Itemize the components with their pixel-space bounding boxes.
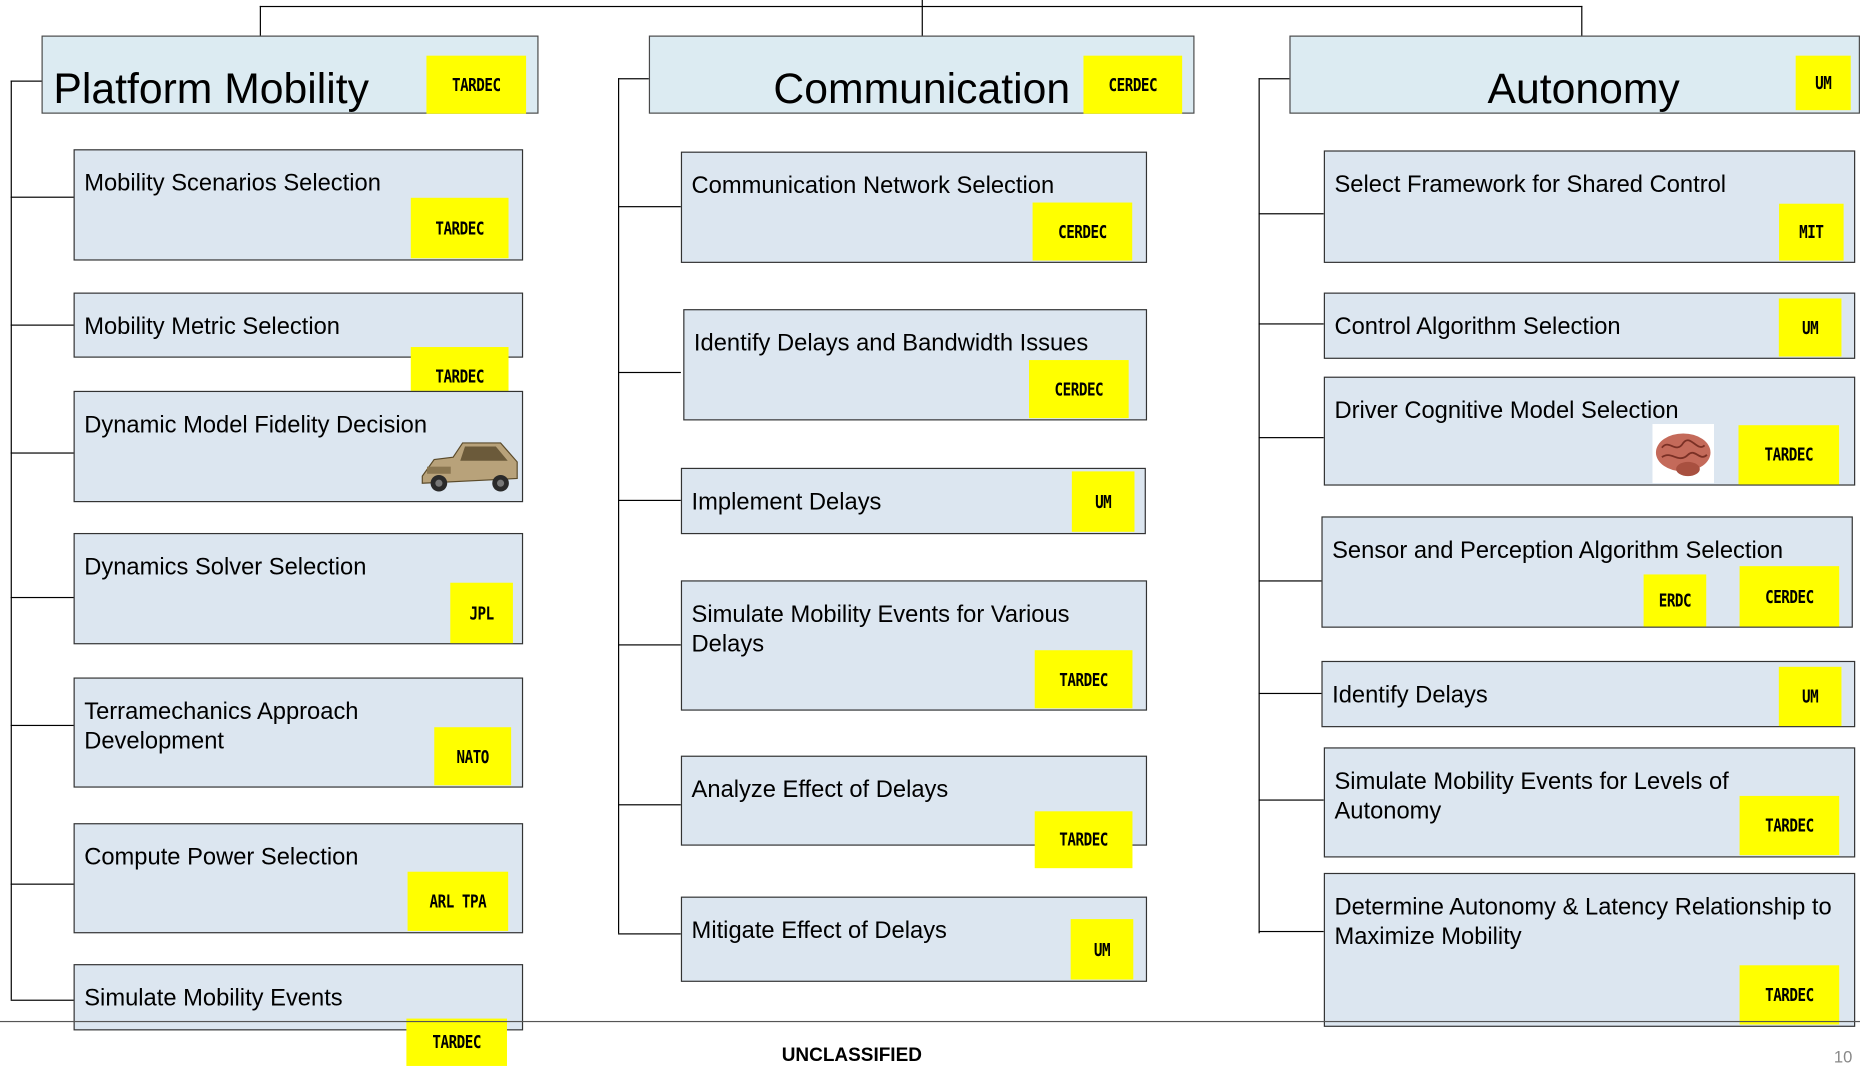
branch — [10, 596, 74, 599]
task-box: Select Framework for Shared Control — [1323, 150, 1856, 263]
task-box: Dynamic Model Fidelity Decision — [73, 390, 524, 503]
task-box: Determine Autonomy & Latency Relationshi… — [1323, 872, 1856, 1027]
org-tag: TARDEC — [410, 197, 509, 259]
branch — [618, 371, 681, 374]
task-label: Implement Delays — [691, 489, 882, 516]
task-label: Simulate Mobility Events for Levels of A… — [1334, 768, 1729, 825]
branch — [1258, 580, 1324, 582]
classification-label: UNCLASSIFIED — [781, 1045, 922, 1066]
task-label: Compute Power Selection — [84, 844, 359, 871]
org-tag: TARDEC — [1034, 811, 1133, 869]
spine-autonomy — [1258, 78, 1260, 934]
branch — [1258, 213, 1324, 215]
branch — [10, 324, 74, 326]
task-label: Mitigate Effect of Delays — [691, 917, 947, 944]
header-title: Autonomy — [1487, 63, 1680, 113]
header-communication: Communication — [648, 35, 1195, 114]
task-label: Analyze Effect of Delays — [691, 776, 949, 804]
org-tag: CERDEC — [1029, 360, 1129, 419]
header-title: Communication — [773, 63, 1071, 113]
task-label: Driver Cognitive Model Selection — [1334, 397, 1679, 425]
org-tag: CERDEC — [1032, 202, 1133, 261]
task-box: Dynamics Solver Selection — [73, 532, 524, 645]
task-label: Mobility Scenarios Selection — [84, 170, 381, 197]
header-autonomy: Autonomy — [1289, 35, 1860, 114]
header-title: Platform Mobility — [53, 63, 369, 113]
org-tag: JPL — [450, 582, 513, 644]
org-tag: TARDEC — [1739, 795, 1840, 856]
task-label: Communication Network Selection — [691, 172, 1055, 199]
task-label: Identify Delays and Bandwidth Issues — [693, 330, 1089, 357]
task-label: Identify Delays — [1332, 682, 1488, 709]
task-box: Mitigate Effect of Delays — [680, 896, 1148, 982]
branch — [618, 499, 681, 502]
branch — [10, 724, 74, 727]
org-tag: ERDC — [1643, 574, 1707, 627]
org-tag: CERDEC — [1739, 566, 1840, 627]
task-label: Dynamic Model Fidelity Decision — [84, 412, 428, 439]
org-tag: NATO — [434, 727, 512, 786]
org-tag: UM — [1071, 471, 1135, 532]
org-tag: ARL TPA — [407, 871, 509, 931]
task-label: Simulate Mobility Events for Various Del… — [691, 601, 1070, 658]
org-tag: TARDEC — [1738, 425, 1840, 485]
org-tag: TARDEC — [1739, 965, 1840, 1025]
footer-rule — [0, 1020, 1860, 1023]
org-tag: UM — [1778, 666, 1842, 727]
branch — [618, 804, 681, 806]
humvee-vehicle-image — [421, 442, 518, 492]
branch — [1258, 799, 1324, 801]
task-label: Terramechanics Approach Development — [84, 698, 359, 755]
branch — [618, 644, 681, 646]
org-tag: MIT — [1779, 203, 1844, 261]
page-number: 10 — [1833, 1047, 1853, 1066]
branch — [10, 452, 74, 454]
org-tag: TARDEC — [1034, 650, 1133, 709]
branch — [10, 883, 74, 885]
spine-communication — [618, 78, 620, 934]
branch — [618, 206, 681, 208]
task-box: Control Algorithm Selection — [1323, 292, 1856, 359]
spine-platform — [10, 80, 42, 82]
task-box: Identify Delays — [1321, 660, 1856, 728]
task-label: Determine Autonomy & Latency Relationshi… — [1334, 894, 1832, 950]
spine-platform — [10, 80, 12, 1000]
connector — [1581, 5, 1583, 36]
connector — [259, 5, 261, 36]
branch — [1258, 437, 1324, 439]
top-connector — [259, 5, 1583, 8]
org-tag: UM — [1070, 919, 1134, 980]
org-tag: UM — [1795, 55, 1851, 111]
branch — [1258, 323, 1324, 325]
branch — [618, 933, 681, 935]
connector — [921, 0, 923, 36]
branch — [1258, 692, 1324, 695]
task-label: Sensor and Perception Algorithm Selectio… — [1332, 537, 1784, 564]
task-label: Mobility Metric Selection — [84, 313, 340, 340]
task-label: Simulate Mobility Events — [84, 985, 343, 1012]
task-box: Mobility Metric Selection — [73, 292, 524, 358]
spine-autonomy — [1258, 78, 1291, 80]
task-label: Control Algorithm Selection — [1334, 313, 1621, 340]
task-label: Select Framework for Shared Control — [1334, 171, 1727, 198]
branch — [1258, 930, 1324, 933]
spine-communication — [618, 78, 651, 80]
task-label: Dynamics Solver Selection — [84, 554, 367, 581]
org-tag: UM — [1778, 298, 1842, 357]
org-tag: CERDEC — [1083, 55, 1183, 114]
branch — [10, 196, 74, 198]
org-tag: TARDEC — [406, 1018, 507, 1066]
brain-image — [1652, 424, 1715, 484]
branch — [10, 999, 74, 1001]
org-tag: TARDEC — [426, 55, 527, 114]
task-box: Implement Delays — [680, 467, 1146, 535]
